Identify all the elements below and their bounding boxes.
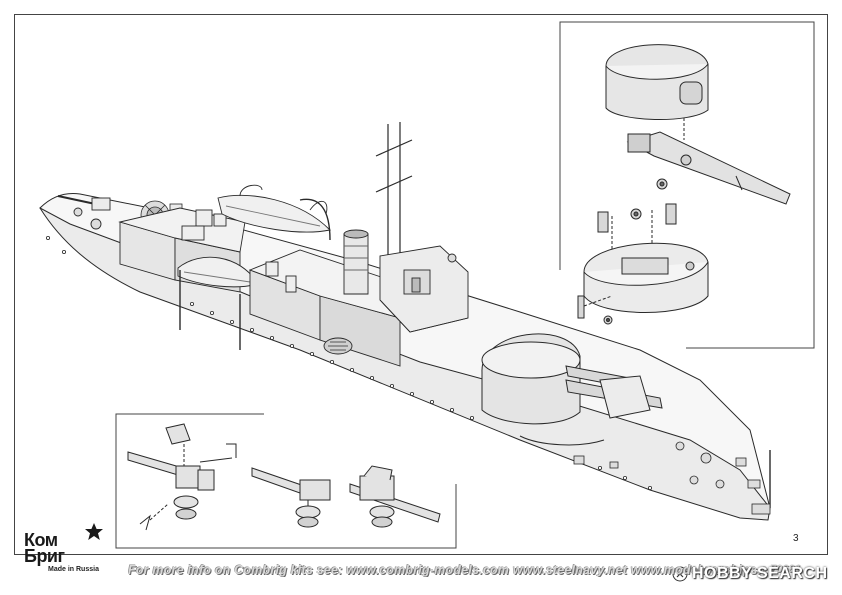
- turret-detail-inset: [559, 21, 815, 349]
- inset-frame-bottom-left: [115, 413, 457, 549]
- logo-line-2: Бриг: [24, 546, 65, 566]
- midship-superstructure: [248, 249, 421, 367]
- aft-gun: [57, 195, 111, 230]
- bow-fittings: [573, 441, 771, 515]
- catalog-number: 70681: [770, 563, 801, 575]
- sheet-border: [14, 14, 828, 555]
- forward-turret: [481, 333, 663, 446]
- hobby-search-watermark: HOBBY SEARCH: [692, 565, 828, 582]
- gun-exploded: [127, 423, 237, 531]
- funnel: [343, 229, 369, 295]
- bridge: [379, 245, 469, 333]
- secondary-guns-inset: [115, 413, 457, 549]
- logo-star-icon: [85, 523, 103, 540]
- gun-assembled-2: [349, 465, 441, 528]
- gun-assembled-1: [251, 467, 331, 528]
- page-number: 3: [793, 533, 799, 544]
- turret-base: [583, 242, 709, 313]
- boat-davit-frame: [179, 198, 331, 350]
- hobby-search-logo-icon: [672, 566, 688, 582]
- inset-frame-top-right: [559, 21, 815, 349]
- main-gun-barrel: [626, 131, 791, 205]
- footer-info-text: For more info on Combrig kits see: www.c…: [128, 563, 768, 577]
- loose-parts: [577, 295, 613, 325]
- logo-line-1: Ком: [24, 530, 58, 550]
- trunnion-parts: [597, 178, 677, 250]
- combrig-logo: Ком Бриг Made in Russia: [20, 522, 128, 582]
- turret-hood: [605, 44, 709, 121]
- logo-made-in: Made in Russia: [48, 566, 99, 573]
- main-hull-assembly: [39, 122, 771, 521]
- portholes: [46, 235, 653, 490]
